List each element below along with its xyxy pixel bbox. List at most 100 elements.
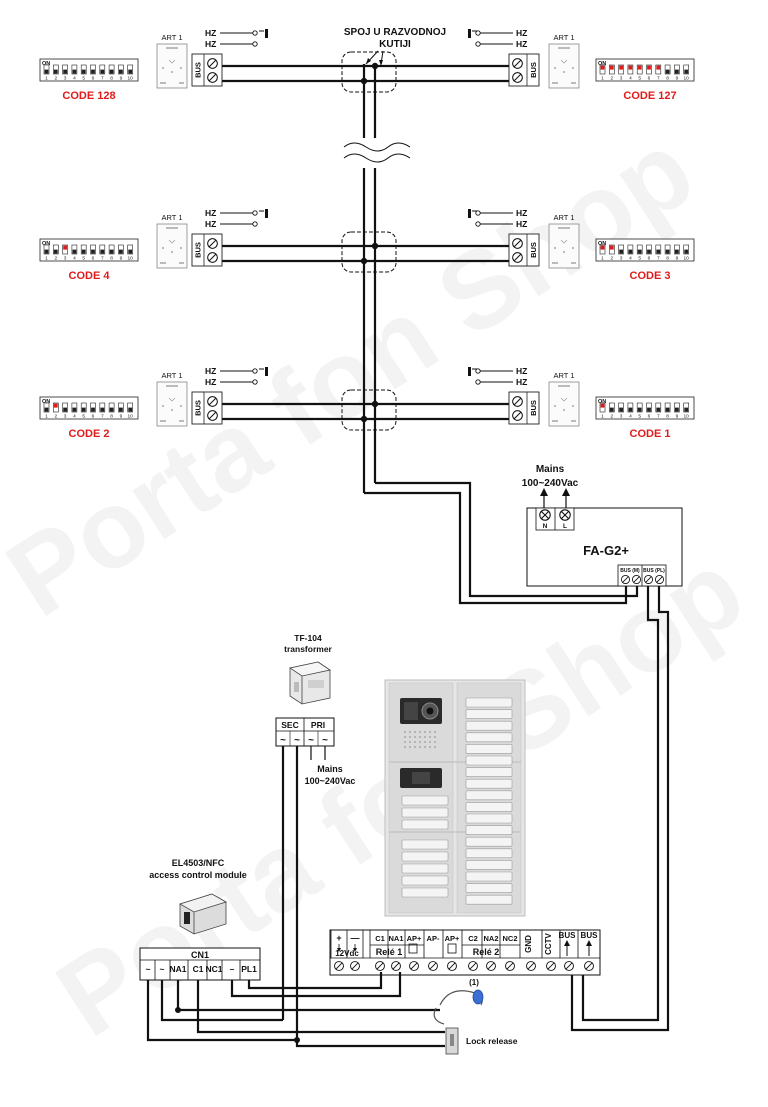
dip-number: 3	[620, 256, 623, 262]
monitor-art1-icon: ART 1	[548, 33, 580, 89]
call-button	[465, 860, 513, 870]
bus-label: BUS	[194, 62, 203, 78]
dip-on-label: ON	[42, 61, 50, 67]
call-button	[465, 790, 513, 801]
dip-number: 3	[64, 256, 67, 262]
call-button	[465, 732, 513, 743]
dip-lever	[656, 407, 661, 412]
terminal-screw	[486, 961, 496, 971]
dip-lever	[128, 407, 133, 412]
dip-lever	[637, 249, 642, 254]
junction-box	[341, 231, 397, 273]
dip-number: 1	[601, 76, 604, 82]
dip-number: 10	[684, 76, 690, 82]
dip-lever	[684, 407, 689, 412]
terminal-screw	[350, 961, 360, 971]
unit-code-label: CODE 127	[623, 90, 676, 102]
access-module-name: EL4503/NFC	[172, 858, 225, 868]
dip-number: 5	[638, 76, 641, 82]
hz-label: HZ	[516, 208, 527, 218]
dip-number: 7	[101, 76, 104, 82]
hz-label: HZ	[516, 377, 527, 387]
term-rele-2: Relé 2	[473, 947, 500, 957]
dip-number: 5	[82, 414, 85, 420]
dip-lever	[675, 407, 679, 412]
dip-lever	[665, 407, 670, 412]
call-button	[465, 883, 513, 893]
dip-number: 6	[648, 76, 651, 82]
dip-number: 7	[101, 414, 104, 420]
dip-lever	[63, 69, 67, 74]
cn1-terminal-4: NC1	[205, 964, 222, 974]
dip-number: 3	[64, 76, 67, 82]
call-button	[465, 894, 513, 905]
dip-number: 3	[64, 414, 67, 420]
term-top-label-0: C1	[375, 934, 385, 943]
term-12vdc: 12Vdc	[335, 949, 359, 958]
dip-lever	[63, 407, 67, 412]
psu-n-label: N	[543, 523, 548, 530]
dip-lever	[53, 249, 58, 254]
dip-lever	[44, 69, 49, 74]
dip-number: 2	[54, 256, 57, 262]
psu-mains: Mains 100~240Vac	[522, 464, 579, 508]
transformer-sec: SEC	[281, 720, 298, 730]
dip-number: 7	[101, 256, 104, 262]
bus-terminal: BUS	[191, 53, 223, 87]
access-module-subtitle: access control module	[149, 870, 247, 880]
terminal-screw	[526, 961, 536, 971]
dip-number: 7	[657, 256, 660, 262]
power-supply-fa-g2: N L FA-G2+ BUS (M) BUS (PL)	[526, 507, 683, 587]
psu-mains-label: Mains	[536, 464, 565, 475]
term-cctv: CCTV	[544, 932, 553, 954]
dip-lever	[100, 249, 105, 254]
dip-number: 1	[45, 256, 48, 262]
dip-lever	[100, 407, 105, 412]
dip-lever	[647, 249, 651, 254]
dip-number: 5	[638, 414, 641, 420]
dip-number: 5	[638, 256, 641, 262]
dip-lever	[81, 69, 86, 74]
dip-number: 4	[73, 256, 76, 262]
dip-on-label: ON	[598, 241, 606, 247]
call-button	[465, 755, 513, 766]
dip-lever	[81, 407, 86, 412]
hz-label: HZ	[205, 28, 216, 38]
call-button	[401, 887, 449, 898]
dip-lever	[609, 245, 614, 250]
art-label: ART 1	[162, 371, 183, 380]
call-button	[401, 851, 449, 862]
unit-code-label: CODE 2	[69, 428, 110, 440]
terminal-screw	[505, 961, 515, 971]
call-button	[465, 697, 513, 708]
term-plus: +	[336, 933, 341, 943]
dip-lever	[609, 65, 614, 70]
dip-on-label: ON	[598, 399, 606, 405]
dip-on-label: ON	[42, 241, 50, 247]
call-button	[465, 720, 513, 731]
psu-name: FA-G2+	[583, 543, 629, 558]
transformer-mains-voltage: 100~240Vac	[305, 776, 356, 786]
term-bus-1: BUS	[559, 931, 577, 940]
dip-number: 7	[657, 414, 660, 420]
dip-lever	[637, 65, 642, 70]
art-label: ART 1	[162, 33, 183, 42]
cn1-terminal-3: C1	[193, 964, 204, 974]
dip-number: 2	[610, 76, 613, 82]
hz-label: HZ	[205, 366, 216, 376]
term-bus-2: BUS	[581, 931, 599, 940]
dip-lever	[72, 407, 77, 412]
dip-lever	[665, 249, 670, 254]
dip-number: 1	[45, 76, 48, 82]
dip-lever	[600, 403, 605, 408]
monitor-art1-icon: ART 1	[156, 371, 188, 427]
dip-number: 6	[92, 256, 95, 262]
